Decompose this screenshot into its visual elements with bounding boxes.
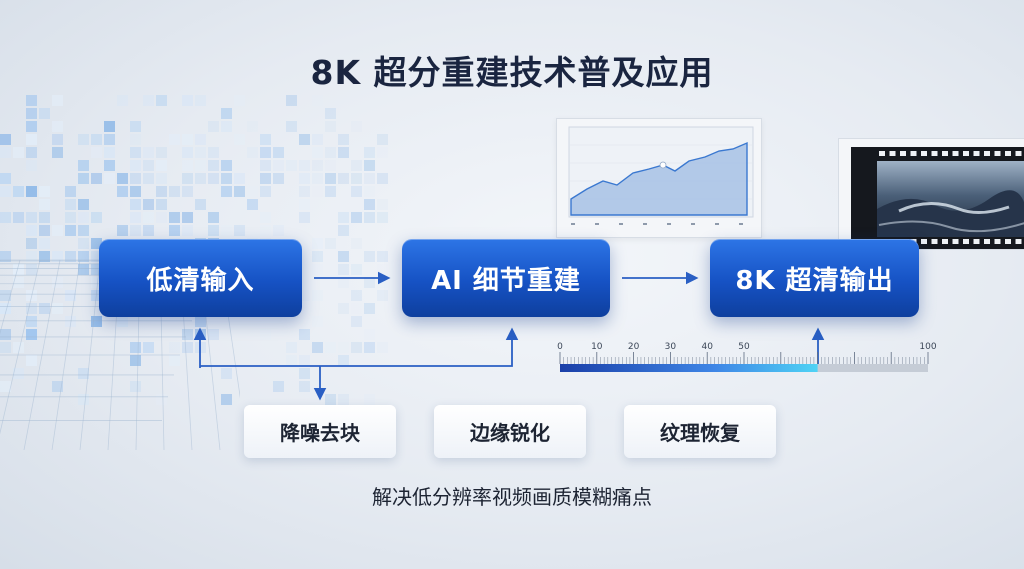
film-strip-icon [838,138,1024,250]
ruler-tick-label: 20 [628,342,640,352]
area-chart-icon [556,118,762,238]
page-title: 8K 超分重建技术普及应用 [310,53,714,92]
step-ai-detail-rebuild: AI 细节重建 [402,239,610,317]
ruler-tick-label: 30 [665,342,677,352]
ruler-tick-label: 100 [919,342,936,352]
ruler-tick-label: 50 [738,342,750,352]
ruler-tick-label: 0 [557,342,563,352]
step-low-res-input: 低清输入 [99,239,302,317]
caption: 解决低分辨率视频画质模糊痛点 [372,485,652,509]
step-8k-output: 8K 超清输出 [710,239,919,317]
feature-denoise: 降噪去块 [244,405,396,458]
progress-ruler: 0 10 20 30 40 50 100 [557,342,936,372]
feature-texture-restore: 纹理恢复 [624,405,776,458]
ruler-tick-label: 10 [591,342,603,352]
progress-fill [560,364,818,372]
feature-edge-sharpen: 边缘锐化 [434,405,586,458]
ruler-tick-label: 40 [701,342,713,352]
